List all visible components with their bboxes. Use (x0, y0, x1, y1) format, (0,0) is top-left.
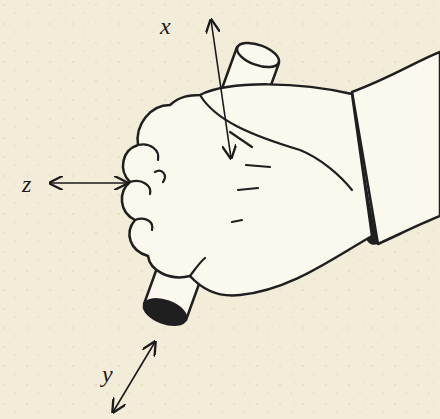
axis-label: z (22, 172, 31, 196)
axis-label: y (102, 362, 113, 386)
fist (122, 84, 372, 295)
x-axis-arrow (211, 20, 231, 158)
axis-arrows (50, 20, 231, 412)
axis-label: x (160, 14, 171, 38)
rod-top-end (234, 38, 282, 72)
hand-creases (130, 95, 352, 276)
y-axis-arrow (113, 342, 155, 412)
rod-bottom-end (141, 294, 190, 330)
z-axis-arrow (50, 182, 127, 184)
